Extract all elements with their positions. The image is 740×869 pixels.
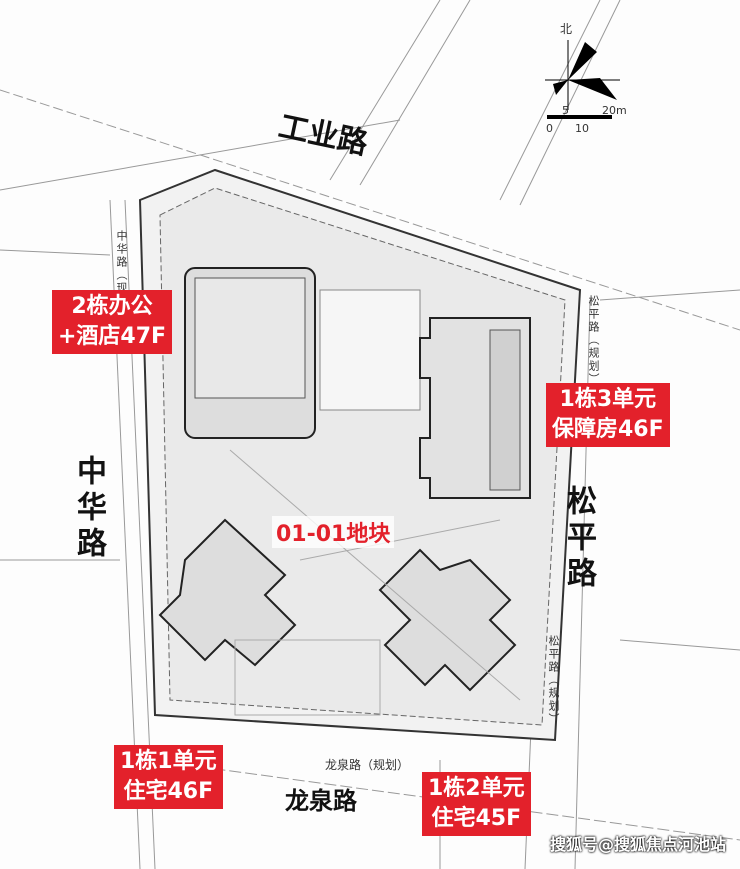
- building-label-office-hotel: 2栋办公 +酒店47F: [52, 290, 173, 354]
- scale-tick: 5: [562, 104, 569, 117]
- building-label-line: 保障房46F: [552, 417, 664, 442]
- road-name-west: 中华路: [71, 455, 106, 563]
- road-name-south: 龙泉路: [285, 787, 357, 815]
- watermark: 搜狐号@搜狐焦点河池站: [549, 835, 726, 854]
- building-label-line: 1栋3单元: [559, 387, 657, 412]
- road-name-south-small: 龙泉路（规划）: [325, 758, 410, 772]
- building-label-unit2: 1栋2单元 住宅45F: [422, 772, 531, 836]
- scale-tick: 0: [546, 122, 553, 135]
- building-label-line: 1栋2单元: [428, 776, 525, 801]
- north-arrow-compass: [545, 40, 620, 119]
- scale-tick: 10: [575, 122, 589, 135]
- residential-unit1-footprint: [158, 518, 297, 667]
- road-name-east: 松平路: [561, 485, 596, 593]
- road-name-east-small: 松平路（规划）: [587, 295, 600, 386]
- road-name-east-small-2: 松平路（规划）: [547, 635, 560, 726]
- building-label-affordable-housing: 1栋3单元 保障房46F: [546, 383, 670, 447]
- compass-north-label: 北: [560, 22, 573, 36]
- plot-label: 01-01地块: [272, 516, 395, 548]
- building-label-line: +酒店47F: [58, 324, 167, 349]
- scale-tick: 20m: [602, 104, 627, 117]
- building-label-line: 1栋1单元: [120, 749, 217, 774]
- building-label-line: 2栋办公: [71, 294, 153, 319]
- residential-unit2-footprint: [378, 548, 517, 692]
- building-label-unit1: 1栋1单元 住宅46F: [114, 745, 223, 809]
- building-label-line: 住宅46F: [123, 779, 214, 804]
- building-label-line: 住宅45F: [431, 806, 522, 831]
